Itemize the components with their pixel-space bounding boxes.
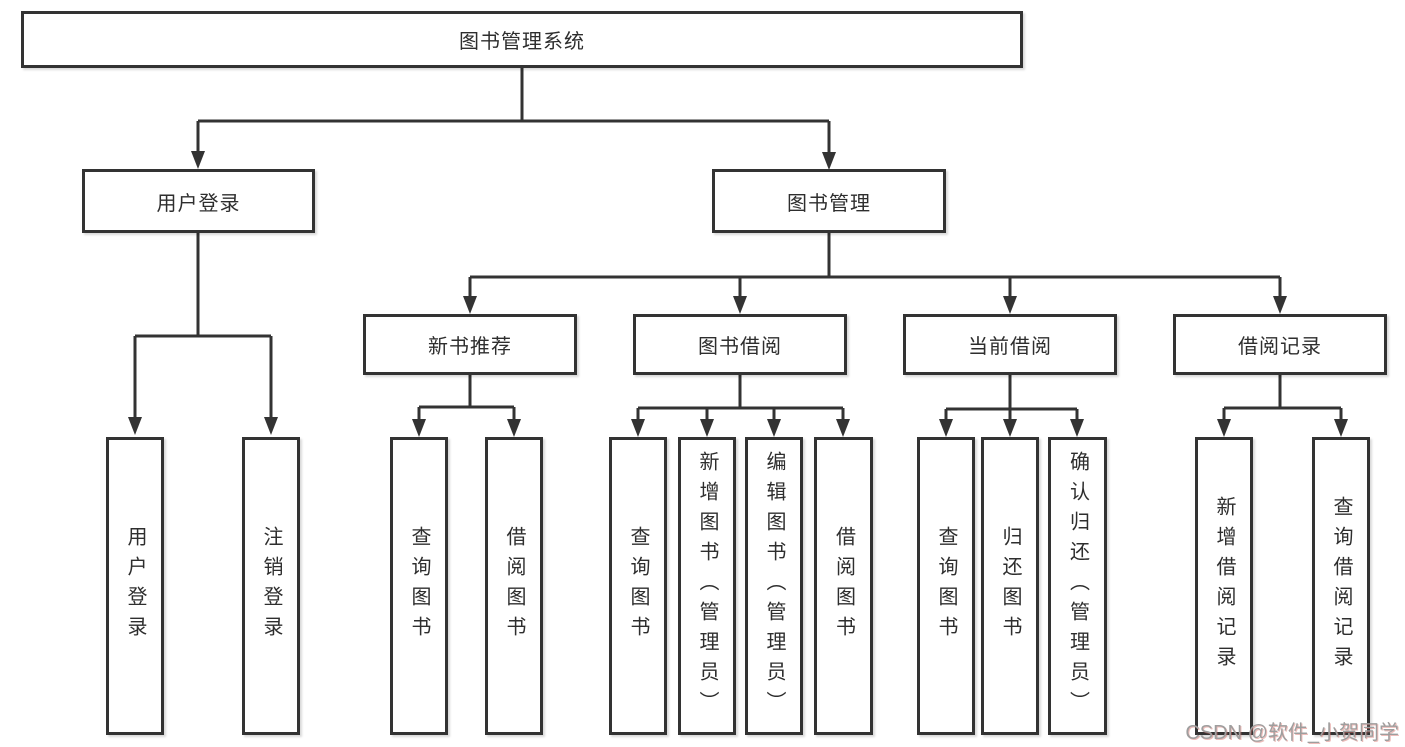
node-leaf-edit-book: 编辑图书（管理员）	[745, 437, 803, 735]
node-leaf-borrow-book-borrow: 借阅图书	[814, 437, 873, 735]
node-leaf-query-book-current-label: 查询图书	[935, 526, 957, 646]
node-user-login: 用户登录	[82, 169, 315, 233]
arrow-icon	[631, 419, 645, 437]
node-leaf-borrow-book-rec: 借阅图书	[485, 437, 543, 735]
node-root-label: 图书管理系统	[459, 31, 585, 53]
arrow-icon	[939, 419, 953, 437]
arrow-icon	[507, 419, 521, 437]
arrow-icon	[1334, 419, 1348, 437]
connector-book-mgmt	[468, 233, 1282, 297]
node-leaf-query-book-borrow-label: 查询图书	[627, 526, 649, 646]
connector-root	[196, 68, 831, 153]
node-leaf-confirm-return-label: 确认归还（管理员）	[1066, 451, 1089, 721]
node-leaf-user-login: 用户登录	[106, 437, 164, 735]
node-new-book-rec-label: 新书推荐	[428, 336, 512, 358]
node-leaf-add-borrow-record-label: 新增借阅记录	[1213, 496, 1235, 676]
node-book-borrow-label: 图书借阅	[698, 336, 782, 358]
arrow-icon	[1003, 296, 1017, 314]
node-leaf-add-book: 新增图书（管理员）	[678, 437, 736, 735]
connector-current-borrow	[944, 375, 1079, 420]
node-leaf-query-book-borrow: 查询图书	[609, 437, 667, 735]
arrow-icon	[767, 419, 781, 437]
connector-user-login	[133, 233, 273, 418]
node-leaf-query-borrow-record-label: 查询借阅记录	[1330, 496, 1352, 676]
node-leaf-user-login-label: 用户登录	[124, 526, 146, 646]
node-borrow-records: 借阅记录	[1173, 314, 1387, 375]
node-new-book-rec: 新书推荐	[363, 314, 577, 375]
node-current-borrow-label: 当前借阅	[968, 336, 1052, 358]
arrow-icon	[128, 417, 142, 435]
arrow-icon	[191, 151, 205, 169]
node-leaf-borrow-book-borrow-label: 借阅图书	[832, 526, 855, 646]
node-borrow-records-label: 借阅记录	[1238, 336, 1322, 358]
watermark: CSDN @软件_小贺同学	[1185, 722, 1399, 744]
arrow-icon	[1217, 419, 1231, 437]
arrow-icon	[412, 419, 426, 437]
node-current-borrow: 当前借阅	[903, 314, 1117, 375]
node-leaf-confirm-return: 确认归还（管理员）	[1048, 437, 1107, 735]
arrow-icon	[733, 296, 747, 314]
arrow-icon	[822, 152, 836, 170]
node-leaf-logout: 注销登录	[242, 437, 300, 735]
arrow-icon	[700, 419, 714, 437]
arrow-icon	[264, 417, 278, 435]
arrow-icon	[463, 296, 477, 314]
arrow-icon	[1273, 296, 1287, 314]
arrow-icon	[1003, 419, 1017, 437]
node-leaf-query-borrow-record: 查询借阅记录	[1312, 437, 1370, 735]
node-leaf-query-book-rec-label: 查询图书	[408, 526, 430, 646]
node-root: 图书管理系统	[21, 11, 1023, 68]
node-user-login-label: 用户登录	[156, 192, 241, 215]
arrow-icon	[1070, 419, 1084, 437]
node-leaf-add-book-label: 新增图书（管理员）	[696, 451, 718, 721]
node-leaf-return-book: 归还图书	[981, 437, 1039, 735]
arrow-icon	[836, 419, 850, 437]
connector-book-borrow	[636, 375, 845, 420]
node-book-borrow: 图书借阅	[633, 314, 847, 375]
node-leaf-edit-book-label: 编辑图书（管理员）	[763, 451, 785, 721]
connector-borrow-records	[1222, 375, 1343, 420]
node-book-mgmt-label: 图书管理	[787, 192, 871, 215]
node-leaf-query-book-rec: 查询图书	[390, 437, 448, 735]
node-leaf-logout-label: 注销登录	[260, 526, 282, 646]
connector-new-book-rec	[417, 375, 516, 420]
node-leaf-borrow-book-rec-label: 借阅图书	[503, 526, 525, 646]
node-leaf-add-borrow-record: 新增借阅记录	[1195, 437, 1253, 735]
node-leaf-return-book-label: 归还图书	[999, 526, 1021, 646]
node-leaf-query-book-current: 查询图书	[917, 437, 975, 735]
node-book-mgmt: 图书管理	[712, 169, 946, 233]
